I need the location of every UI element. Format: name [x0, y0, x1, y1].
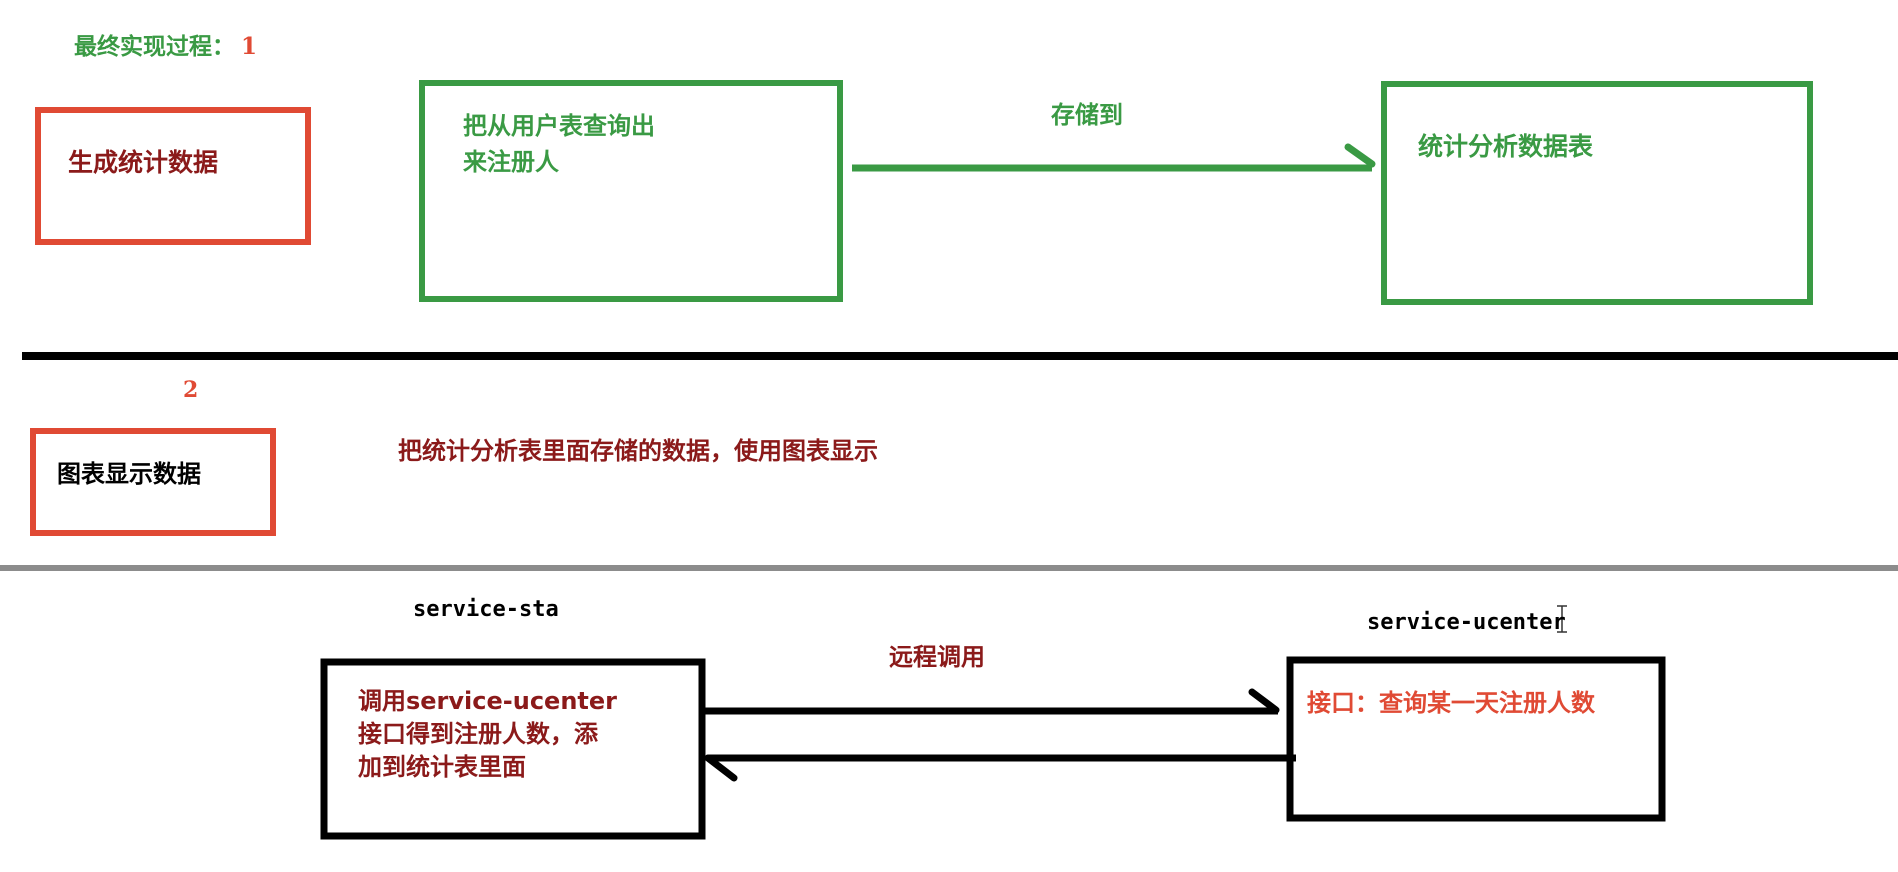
stats-table-box — [1381, 81, 1813, 305]
step-number-2: 2 — [183, 377, 199, 403]
generate-stats-label: 生成统计数据 — [68, 148, 219, 177]
user-table-query-box — [419, 80, 843, 302]
store-arrow-label: 存储到 — [1051, 101, 1123, 129]
service-sta-box-line1-text: 调用service-ucenter — [358, 687, 617, 715]
generate-stats-box — [35, 107, 311, 245]
remote-call-label: 远程调用 — [889, 643, 985, 671]
chart-display-label: 图表显示数据 — [57, 460, 201, 488]
return-arrow-head — [704, 754, 738, 782]
service-sta-label: service-sta — [413, 597, 559, 622]
service-sta-box-line2: 接口得到注册人数，添 — [358, 720, 598, 748]
chart-display-description: 把统计分析表里面存储的数据，使用图表显示 — [398, 437, 878, 465]
service-ucenter-label-part2: ter — [1525, 610, 1566, 635]
stats-table-label: 统计分析数据表 — [1418, 132, 1594, 161]
chart-display-box — [30, 428, 276, 536]
user-table-query-line2: 来注册人 — [463, 148, 559, 176]
process-title: 最终实现过程：1 — [74, 33, 257, 62]
service-ucenter-box-label: 接口：查询某一天注册人数 — [1307, 689, 1595, 717]
process-title-text: 最终实现过程： — [74, 34, 235, 60]
step-number-1: 1 — [241, 33, 258, 60]
store-arrow-head — [1344, 143, 1376, 168]
service-ucenter-box — [1286, 656, 1666, 822]
service-sta-box — [320, 658, 706, 840]
service-ucenter-label-part1: service-ucen — [1367, 610, 1526, 635]
service-sta-box-line3: 加到统计表里面 — [358, 753, 526, 781]
text-cursor-icon — [1557, 605, 1567, 633]
remote-call-arrow-head — [1248, 688, 1280, 714]
user-table-query-line1: 把从用户表查询出 — [463, 112, 655, 140]
service-ucenter-label: service-ucenter — [1367, 609, 1566, 637]
service-sta-box-line1: 调用service-ucenter — [358, 686, 617, 716]
